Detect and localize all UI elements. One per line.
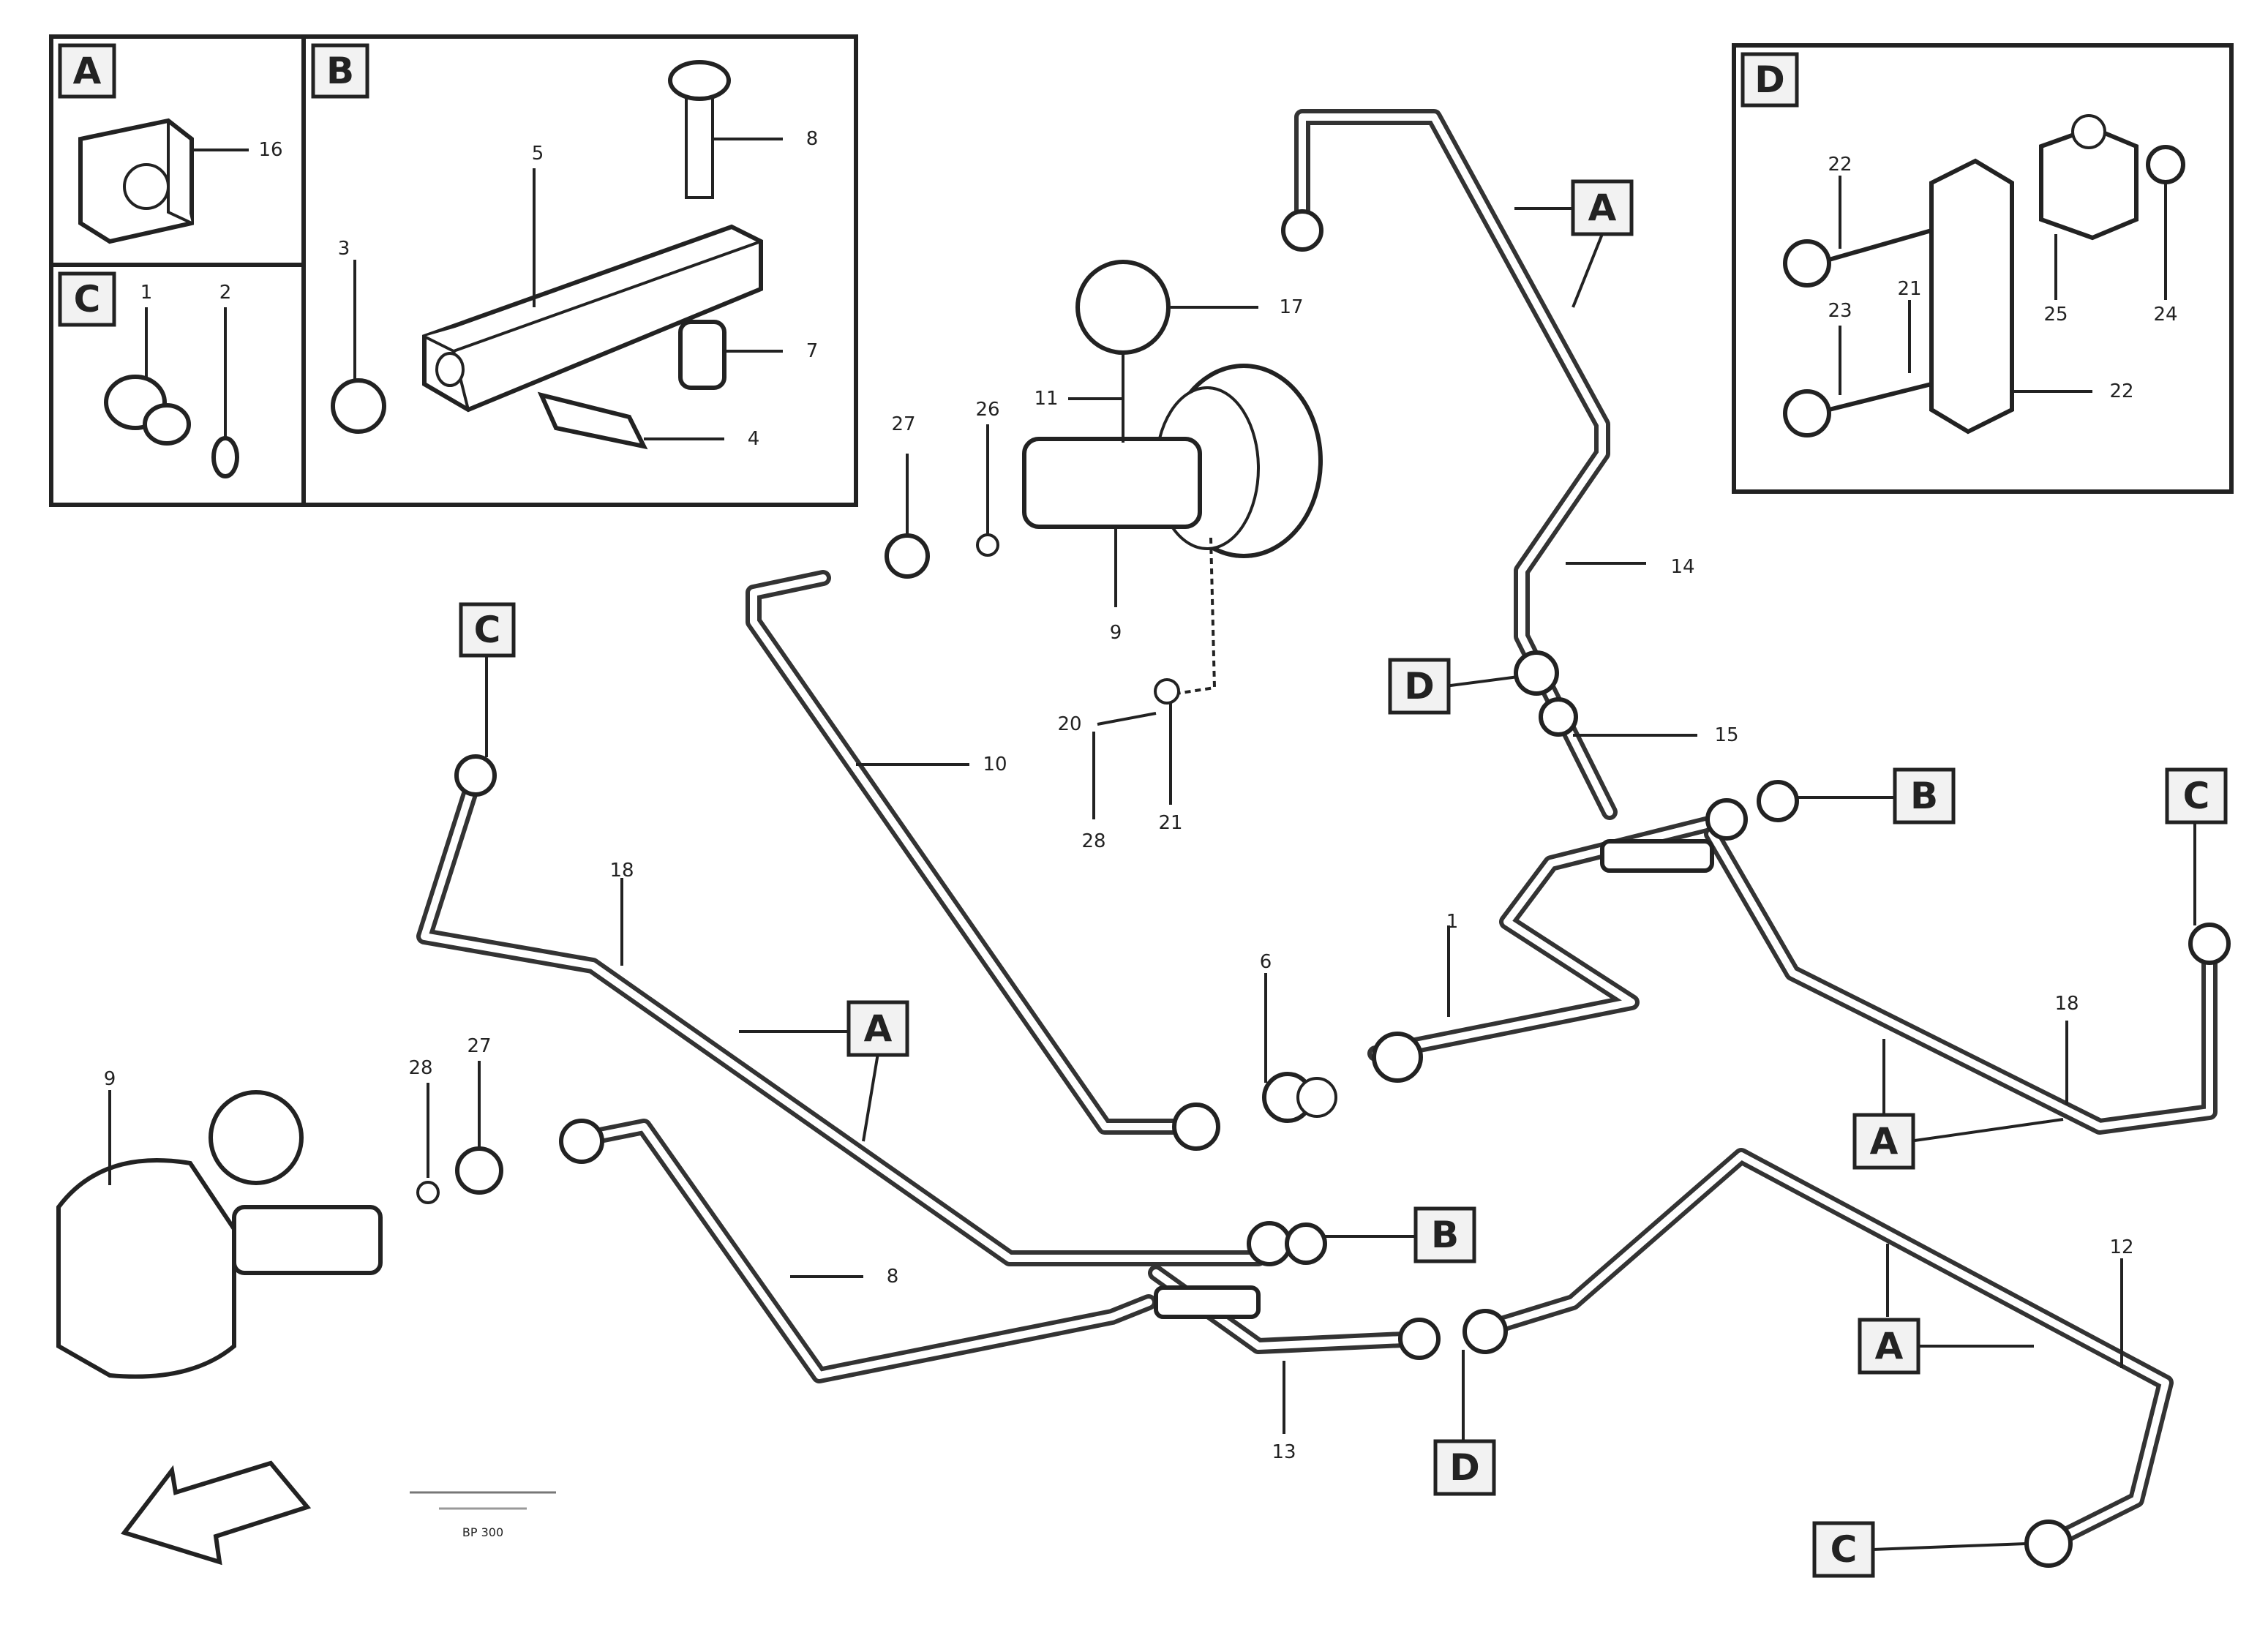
union-fitting-part: 1 2: [104, 282, 239, 478]
svg-text:B: B: [1431, 1214, 1459, 1256]
svg-text:D: D: [1404, 665, 1435, 707]
detail-marker-b: B: [311, 43, 369, 99]
part-number-labels: 17 27 26 11 9 10 20 28 21 14 15 1 6 18 1…: [104, 296, 2134, 1463]
svg-text:2: 2: [219, 282, 232, 304]
svg-text:11: 11: [1034, 388, 1058, 410]
svg-text:1: 1: [140, 282, 153, 304]
svg-text:A: A: [1588, 187, 1617, 229]
callout-d-lower: D: [1433, 1350, 1496, 1496]
couplings: [454, 209, 2231, 1568]
svg-text:15: 15: [1714, 724, 1738, 746]
svg-text:6: 6: [1260, 951, 1272, 973]
svg-text:18: 18: [609, 860, 634, 882]
svg-text:20: 20: [1057, 713, 1081, 735]
svg-text:18: 18: [2054, 993, 2079, 1015]
svg-text:5: 5: [532, 143, 544, 165]
svg-text:13: 13: [1272, 1441, 1296, 1463]
svg-text:A: A: [73, 50, 102, 92]
lower-brake-booster: [56, 1090, 503, 1379]
svg-text:A: A: [1870, 1120, 1899, 1162]
svg-text:8: 8: [806, 128, 819, 150]
svg-text:26: 26: [975, 399, 999, 421]
inset-frame-abc: A B C 16 1 2: [49, 34, 858, 507]
callout-a-top: A: [1514, 179, 1634, 308]
detail-marker-d: D: [1741, 52, 1799, 108]
svg-text:17: 17: [1279, 296, 1303, 318]
svg-text:22: 22: [2109, 380, 2133, 402]
svg-text:C: C: [474, 609, 501, 651]
svg-text:9: 9: [1110, 622, 1122, 644]
svg-text:24: 24: [2153, 304, 2177, 326]
svg-text:16: 16: [258, 139, 282, 161]
svg-text:10: 10: [983, 754, 1007, 775]
svg-text:14: 14: [1670, 556, 1694, 578]
svg-text:21: 21: [1897, 278, 1921, 300]
reference-block: BP 300: [410, 1491, 556, 1539]
svg-text:1: 1: [1446, 911, 1459, 933]
svg-text:22: 22: [1828, 154, 1852, 176]
callout-a-lower-right: A: [1858, 1244, 2034, 1375]
inset-frame-d: D 22 23 21 25 24 22: [1732, 43, 2234, 494]
svg-text:C: C: [1830, 1528, 1858, 1571]
svg-text:3: 3: [338, 238, 350, 260]
mounting-bracket-part: 3 5 8 7 4: [331, 60, 819, 450]
svg-text:27: 27: [891, 413, 915, 435]
upper-brake-booster: [885, 260, 1323, 705]
callout-b-lower: B: [1324, 1206, 1476, 1263]
svg-text:C: C: [2183, 775, 2210, 817]
callout-a-right: A: [1852, 1039, 2064, 1170]
svg-text:12: 12: [2109, 1236, 2133, 1258]
svg-text:4: 4: [748, 428, 760, 450]
detail-marker-c: C: [58, 271, 116, 327]
svg-text:21: 21: [1158, 812, 1182, 834]
svg-text:8: 8: [887, 1266, 899, 1288]
brake-pipes: [416, 109, 2218, 1552]
svg-text:B: B: [1910, 775, 1938, 817]
direction-arrow-icon: [120, 1460, 312, 1566]
callout-d-upper: D: [1388, 658, 1519, 715]
callout-c-left: C: [459, 602, 516, 757]
svg-text:7: 7: [806, 340, 819, 362]
svg-text:23: 23: [1828, 300, 1852, 322]
reference-code: BP 300: [462, 1525, 503, 1539]
callout-a-left: A: [739, 1000, 909, 1142]
svg-text:C: C: [74, 278, 101, 320]
svg-text:28: 28: [408, 1057, 432, 1079]
svg-text:B: B: [326, 50, 354, 92]
svg-text:25: 25: [2043, 304, 2068, 326]
callout-c-right: C: [2165, 767, 2228, 925]
svg-text:A: A: [864, 1007, 893, 1050]
callout-c-bottom: C: [1812, 1521, 2027, 1578]
svg-text:A: A: [1875, 1325, 1904, 1367]
detail-marker-a: A: [58, 43, 116, 99]
svg-text:D: D: [1449, 1446, 1480, 1489]
callout-b-upper: B: [1796, 767, 1956, 824]
svg-text:27: 27: [467, 1035, 491, 1057]
svg-text:28: 28: [1081, 830, 1105, 852]
svg-text:9: 9: [104, 1068, 116, 1090]
bracket-block-part: 16: [78, 118, 283, 244]
svg-text:D: D: [1754, 59, 1785, 101]
